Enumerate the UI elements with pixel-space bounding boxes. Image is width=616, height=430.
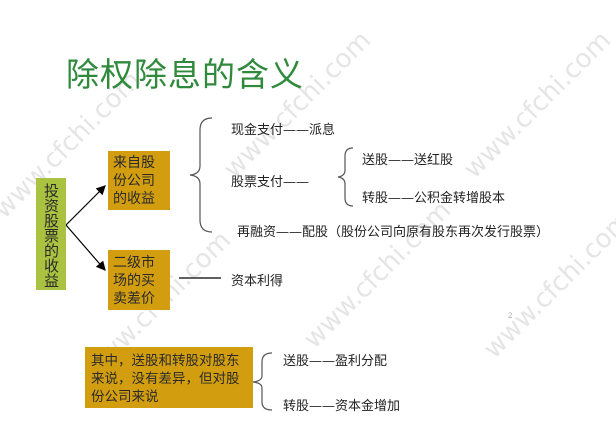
brace-3	[252, 352, 273, 411]
bonus-share-text: 送股——送红股	[362, 153, 454, 168]
note-bonus-text: 送股——盈利分配	[283, 354, 388, 369]
note-box: 其中，送股和转股对股东来说，没有差异，但对股份公司来说	[85, 347, 253, 408]
note-transfer-text: 转股——资本金增加	[283, 399, 401, 414]
page-title: 除权除息的含义	[66, 55, 304, 94]
arrow-to-branch1	[65, 185, 106, 226]
transfer-share-text: 转股——公积金转增股本	[362, 191, 506, 206]
branch1-box: 来自股份公司的收益	[108, 151, 170, 210]
stock-payment-text: 股票支付——	[231, 175, 310, 190]
brace-1	[189, 117, 213, 233]
brace-2	[337, 147, 354, 207]
page-marker: 2	[508, 312, 513, 320]
capital-gain-text: 资本利得	[231, 274, 284, 289]
refinance-text: 再融资——配股（股份公司向原有股东再次发行股票）	[237, 225, 550, 240]
branch2-box: 二级市场的买卖差价	[108, 250, 170, 310]
cash-payment-text: 现金支付——派息	[231, 123, 336, 138]
root-box: 投资股票的收益	[36, 178, 66, 290]
arrow-to-branch2	[65, 224, 106, 271]
